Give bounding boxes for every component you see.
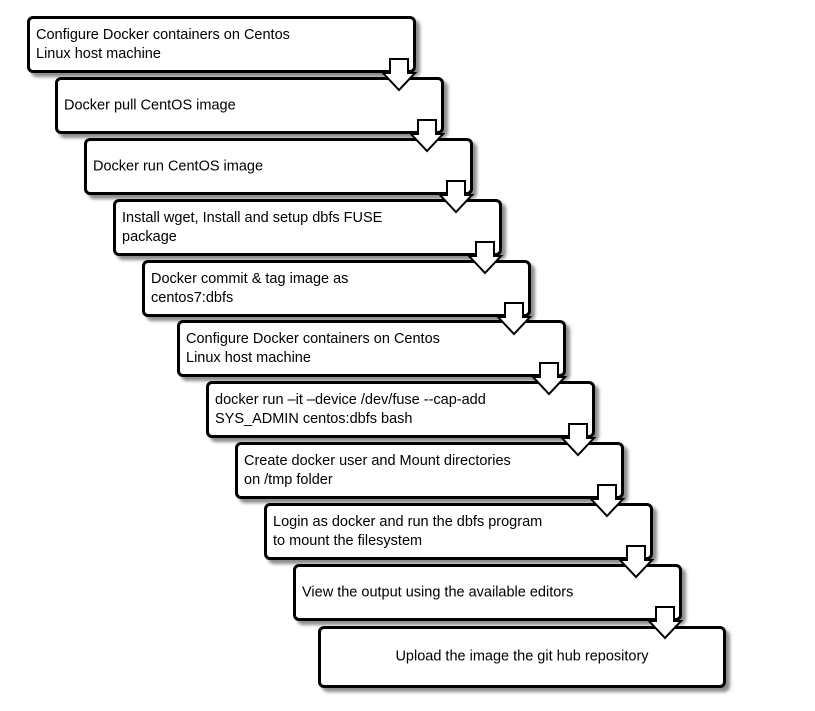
step-2-text: Docker pull CentOS image: [64, 96, 435, 115]
step-6-box: Configure Docker containers on Centos Li…: [177, 320, 566, 377]
step-4-line-1: Install wget, Install and setup dbfs FUS…: [122, 209, 383, 226]
step-4-text: Install wget, Install and setup dbfs FUS…: [122, 209, 493, 247]
step-6-line-2: Linux host machine: [186, 349, 311, 366]
down-arrow-icon: [380, 58, 418, 92]
step-6-text: Configure Docker containers on Centos Li…: [186, 330, 557, 368]
step-2-box: Docker pull CentOS image: [55, 77, 444, 134]
step-1-text: Configure Docker containers on Centos Li…: [36, 26, 407, 64]
step-9-line-1: Login as docker and run the dbfs program: [273, 513, 543, 530]
step-9-line-2: to mount the filesystem: [273, 532, 423, 549]
step-1-line-1: Configure Docker containers on Centos: [36, 26, 290, 43]
step-8-line-1: Create docker user and Mount directories: [244, 452, 511, 469]
step-5-line-2: centos7:dbfs: [151, 289, 234, 306]
down-arrow-icon: [495, 302, 533, 336]
step-11-line-1: Upload the image the git hub repository: [395, 648, 649, 665]
down-arrow-icon: [408, 119, 446, 153]
step-1-line-2: Linux host machine: [36, 45, 161, 62]
step-11-text: Upload the image the git hub repository: [327, 648, 717, 667]
step-5-text: Docker commit & tag image as centos7:dbf…: [151, 270, 522, 308]
step-6-line-1: Configure Docker containers on Centos: [186, 330, 440, 347]
step-8-box: Create docker user and Mount directories…: [235, 442, 624, 499]
down-arrow-icon: [559, 423, 597, 457]
step-9-text: Login as docker and run the dbfs program…: [273, 513, 644, 551]
step-10-text: View the output using the available edit…: [302, 583, 673, 602]
step-4-line-2: package: [122, 228, 177, 245]
step-10-line-1: View the output using the available edit…: [302, 584, 574, 600]
down-arrow-icon: [617, 545, 655, 579]
step-7-box: docker run –it –device /dev/fuse --cap-a…: [206, 381, 595, 438]
step-5-line-1: Docker commit & tag image as: [151, 270, 349, 287]
down-arrow-icon: [646, 606, 684, 640]
step-1-box: Configure Docker containers on Centos Li…: [27, 16, 416, 73]
step-7-line-2: SYS_ADMIN centos:dbfs bash: [215, 410, 413, 427]
step-3-box: Docker run CentOS image: [84, 138, 473, 195]
down-arrow-icon: [437, 180, 475, 214]
step-8-text: Create docker user and Mount directories…: [244, 452, 615, 490]
down-arrow-icon: [530, 362, 568, 396]
down-arrow-icon: [466, 241, 504, 275]
step-11-box: Upload the image the git hub repository: [318, 626, 726, 688]
step-2-line-1: Docker pull CentOS image: [64, 97, 236, 113]
step-9-box: Login as docker and run the dbfs program…: [264, 503, 653, 560]
down-arrow-icon: [588, 484, 626, 518]
step-5-box: Docker commit & tag image as centos7:dbf…: [142, 260, 531, 317]
step-3-line-1: Docker run CentOS image: [93, 158, 264, 174]
step-8-line-2: on /tmp folder: [244, 471, 333, 488]
step-7-text: docker run –it –device /dev/fuse --cap-a…: [215, 391, 586, 429]
step-10-box: View the output using the available edit…: [293, 564, 682, 621]
step-3-text: Docker run CentOS image: [93, 157, 464, 176]
step-7-line-1: docker run –it –device /dev/fuse --cap-a…: [215, 391, 486, 408]
step-4-box: Install wget, Install and setup dbfs FUS…: [113, 199, 502, 256]
